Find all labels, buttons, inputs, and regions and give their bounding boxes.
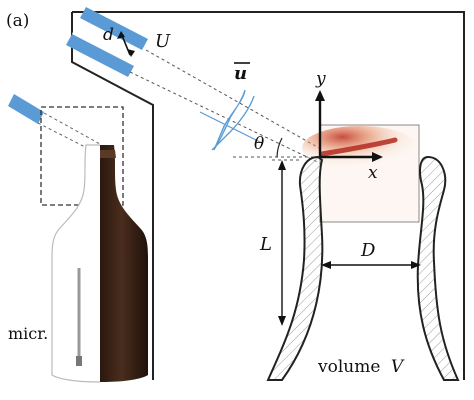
nozzle-width-arrowhead-top xyxy=(117,31,125,39)
neck-length-arrowhead-top xyxy=(278,160,286,170)
bottle-neck-ring xyxy=(100,150,116,158)
small-jet-dash-1 xyxy=(43,112,101,145)
neck-length-arrowhead-bottom xyxy=(278,316,286,326)
velocity-profile xyxy=(199,89,263,151)
volume-symbol: V xyxy=(391,357,405,377)
microphone-label: micr. xyxy=(8,324,48,343)
small-nozzle xyxy=(8,94,44,124)
theta-arc xyxy=(276,137,283,158)
neck-diameter-arrowhead-left xyxy=(321,261,331,269)
neck-length-label: L xyxy=(259,234,272,255)
nozzle-width-arrowhead-bottom xyxy=(127,49,135,57)
jet-centerline-lower xyxy=(129,71,331,169)
neck-wall-right xyxy=(416,155,460,381)
small-jet-dash-2 xyxy=(37,122,96,153)
microphone-tip xyxy=(76,356,82,366)
jet-velocity-label: U xyxy=(155,31,171,52)
x-axis-arrowhead xyxy=(372,152,383,162)
mean-velocity-label: u xyxy=(234,63,247,84)
neck-wall-left xyxy=(266,155,324,381)
volume-word: volume xyxy=(317,357,380,377)
jet-nozzle xyxy=(66,7,148,77)
jet-core xyxy=(319,137,398,157)
bottle-brown-half xyxy=(100,145,148,382)
y-axis-label: y xyxy=(315,69,326,89)
neck-diameter-label: D xyxy=(360,240,376,261)
x-axis-label: x xyxy=(368,163,378,183)
neck-diameter-arrowhead-right xyxy=(411,261,421,269)
nozzle-width-label: d xyxy=(103,25,114,45)
panel-label: (a) xyxy=(6,11,29,31)
bottle-outline-half xyxy=(51,144,101,383)
y-axis-arrowhead xyxy=(315,90,325,101)
theta-label: θ xyxy=(254,134,264,154)
volume-label: volume V xyxy=(317,357,405,377)
